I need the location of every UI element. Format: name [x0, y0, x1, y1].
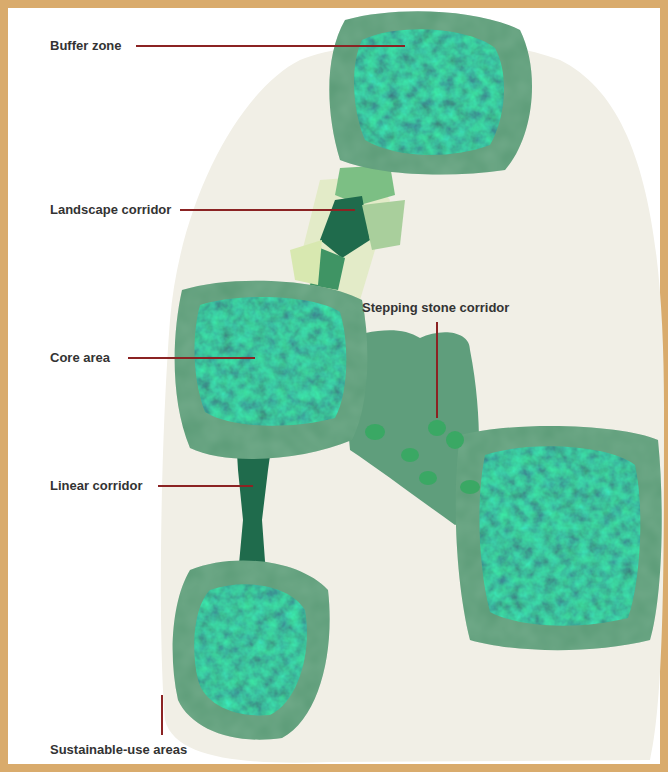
stepping-stone-label: Stepping stone corridor — [362, 300, 509, 316]
buffer-zone-label: Buffer zone — [50, 38, 122, 54]
linear-corridor-label: Linear corridor — [50, 478, 142, 494]
sustainable-use-label: Sustainable-use areas — [50, 742, 187, 758]
landscape-corridor-label: Landscape corridor — [50, 202, 171, 218]
core-area-label: Core area — [50, 350, 110, 366]
